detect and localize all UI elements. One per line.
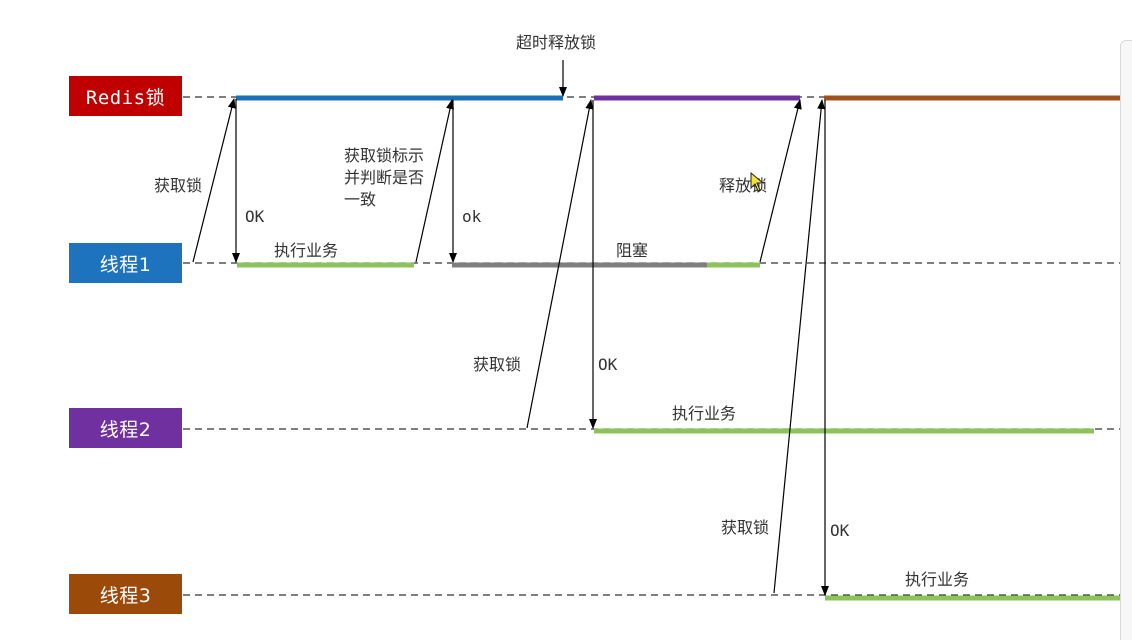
- label-thread-2-acquire: 获取锁: [473, 355, 522, 374]
- label-thread-1-ok: OK: [245, 207, 265, 226]
- arrow-thread-2-acquire: [526, 99, 594, 429]
- label-thread-1-work: 执行业务: [274, 241, 339, 260]
- lane-label-thread-1: 线程1: [69, 243, 182, 283]
- label-thread-3-work: 执行业务: [905, 570, 970, 589]
- label-thread-1-blocked: 阻塞: [616, 241, 649, 260]
- arrow-thread-1-check: [415, 99, 454, 263]
- label-thread-2-work: 执行业务: [672, 404, 737, 423]
- cursor-pointer-icon: [750, 172, 765, 192]
- label-thread-2-ok: OK: [598, 355, 618, 374]
- lane-label-redis-lock: Redis锁: [69, 76, 182, 116]
- label-thread-3-ok: OK: [830, 521, 850, 540]
- label-thread-3-acquire: 获取锁: [721, 518, 770, 537]
- arrow-thread-1-acquire: [192, 98, 236, 263]
- label-thread-1-check-lock-id: 获取锁标示 并判断是否 一致: [344, 146, 425, 209]
- label-timeout-release: 超时释放锁: [516, 33, 597, 52]
- label-thread-1-ok-2: ok: [462, 207, 482, 226]
- lane-label-thread-2: 线程2: [69, 408, 182, 448]
- arrow-thread-3-acquire: [773, 99, 826, 594]
- right-side-panel: [1120, 40, 1132, 640]
- arrow-thread-1-release: [759, 99, 802, 263]
- lane-label-thread-3: 线程3: [69, 574, 182, 614]
- label-thread-1-acquire: 获取锁: [154, 176, 203, 195]
